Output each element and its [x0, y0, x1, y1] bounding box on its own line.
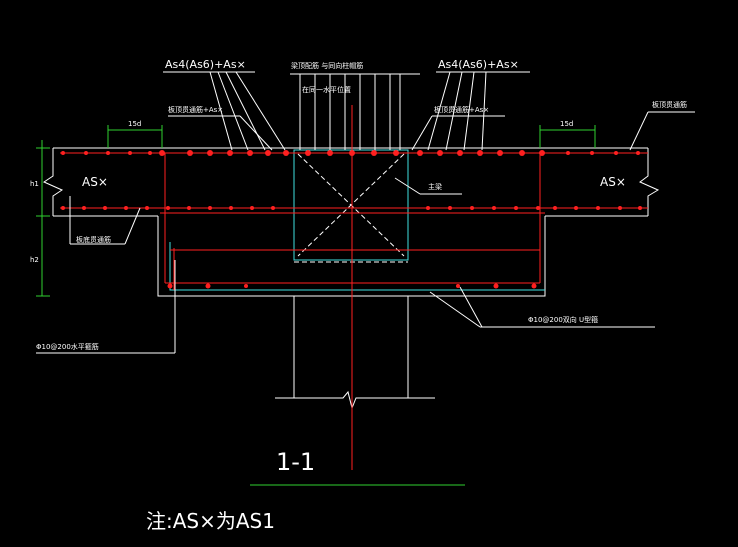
label-two-way-stirrup: Φ10@200双向 U型箍 — [528, 315, 598, 324]
label-slab-bottom: 板底贯通筋 — [76, 235, 111, 244]
label-slab-top-left: 板顶贯通筋+As× — [168, 105, 223, 114]
column-cap-hidden — [169, 149, 545, 291]
label-dim-h2: h2 — [30, 256, 39, 264]
rebar-lines — [60, 105, 648, 470]
label-slab-top-right: 板顶贯通筋+As× — [434, 105, 489, 114]
label-lap-right: 15d — [560, 120, 573, 128]
label-top-left: As4(As6)+As× — [165, 58, 246, 71]
concrete-outline — [42, 147, 660, 410]
drawing-note: 注:AS×为AS1 — [146, 509, 275, 533]
label-top-center-1: 梁顶配筋 与同向柱帽筋 — [291, 61, 363, 70]
label-asx-left: AS× — [82, 175, 108, 189]
label-top-center-2: 在同一水平位置 — [302, 85, 351, 94]
dimension-lines — [36, 125, 596, 486]
label-top-right: As4(As6)+As× — [438, 58, 519, 71]
label-lap-left: 15d — [128, 120, 141, 128]
rebar-dots — [61, 150, 642, 289]
label-dim-h1: h1 — [30, 180, 39, 188]
label-horizontal-stirrup: Φ10@200水平箍筋 — [36, 342, 99, 351]
column-cap-dashed — [294, 153, 408, 263]
section-title: 1-1 — [276, 448, 315, 476]
label-asx-right: AS× — [600, 175, 626, 189]
label-main-beam: 主梁 — [428, 182, 442, 191]
label-slab-top-far-right: 板顶贯通筋 — [652, 100, 687, 109]
leader-lines — [36, 71, 695, 354]
